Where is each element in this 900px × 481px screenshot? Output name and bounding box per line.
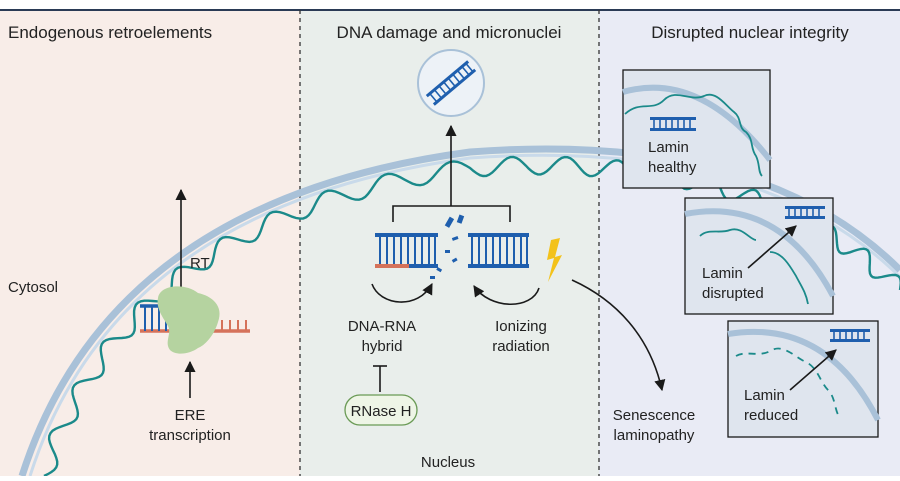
cytosol-label: Cytosol [8,279,58,296]
disrupted-dna-icon [785,206,825,219]
laminopathy-label: laminopathy [614,427,695,444]
inset-lamin-disrupted: Lamin disrupted [684,197,836,315]
healthy-status-label: healthy [648,159,697,176]
reduced-escape-arrow [789,349,837,391]
inset-lamin-healthy: Lamin healthy [622,69,773,189]
disrupted-status-label: disrupted [702,285,764,302]
inset-lamin-reduced: Lamin reduced [727,320,881,438]
senescence-arrow [571,279,666,392]
micronucleus-dna-icon [425,60,477,106]
disrupted-lamin-label: Lamin [702,265,743,282]
rt-label: RT [190,255,210,272]
rnase-inhibition [373,365,387,392]
dsb-bracket [392,205,511,222]
radiation-label: radiation [492,338,550,355]
healthy-lamin-label: Lamin [648,139,689,156]
disrupted-escape-arrow [747,225,797,269]
rnase-box [344,394,418,426]
ionizing-label: Ionizing [495,318,547,335]
hybrid-curved-arrow [371,283,433,303]
ere-label: ERE [175,407,206,424]
reduced-dna-icon [830,329,870,342]
nucleus-label: Nucleus [421,454,475,471]
dna-break-fragments [430,214,465,279]
panel-retroelements-bg [0,10,300,476]
panel-title-dna-damage: DNA damage and micronuclei [337,23,562,42]
lightning-bolt-icon [547,238,562,282]
reduced-status-label: reduced [744,407,798,424]
rnase-label: RNase H [351,403,412,420]
micronucleus [417,49,485,117]
dna-rna-duplex [375,233,438,268]
panel-title-nuclear-integrity: Disrupted nuclear integrity [651,23,849,42]
dna-duplex-right [468,233,529,268]
healthy-dna-icon [650,117,696,131]
dna-rna-label: DNA-RNA [348,318,416,335]
panel-title-retroelements: Endogenous retroelements [8,23,212,42]
hybrid-label: hybrid [362,338,403,355]
ere-transcription-label: transcription [149,427,231,444]
radiation-curved-arrow [473,285,540,306]
senescence-label: Senescence [613,407,696,424]
reduced-lamin-label: Lamin [744,387,785,404]
reverse-transcriptase-blob [157,286,220,354]
